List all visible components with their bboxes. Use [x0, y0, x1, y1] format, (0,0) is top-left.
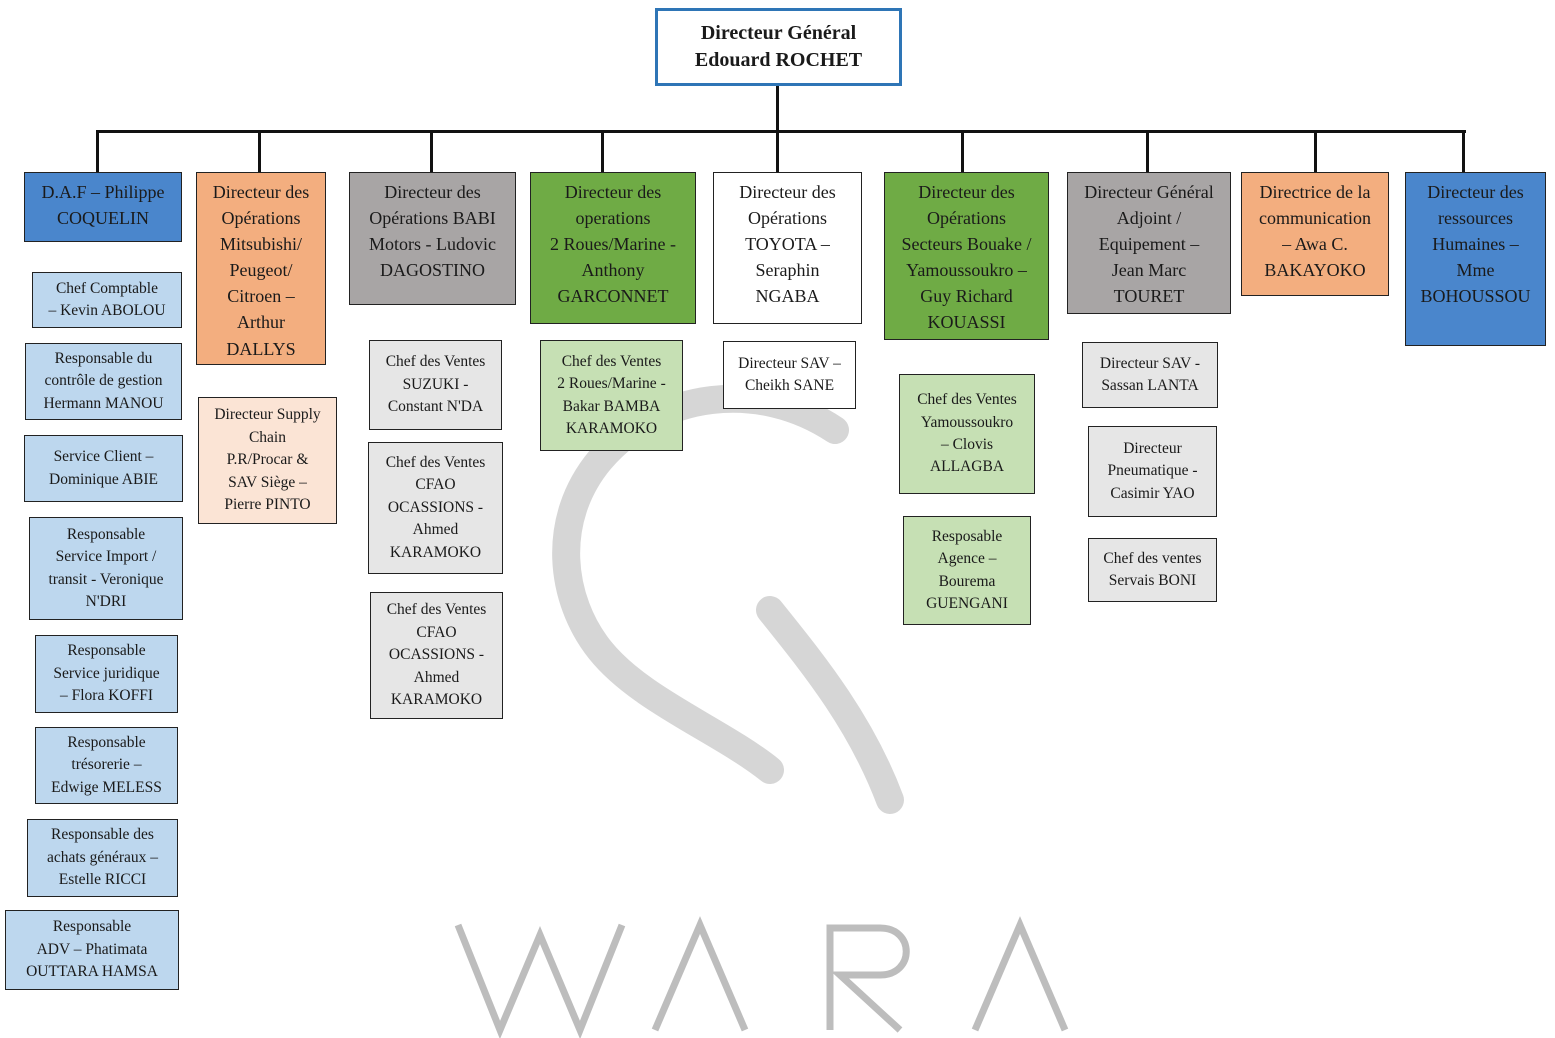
connector-col-1 [96, 130, 99, 173]
child-agence-bouake: Resposable Agence – Bourema GUENGANI [903, 516, 1031, 625]
child-ventes-yamoussoukro: Chef des Ventes Yamoussoukro – Clovis AL… [899, 374, 1035, 494]
head-communication: Directrice de la communication – Awa C. … [1241, 172, 1389, 296]
connector-col-2 [258, 130, 261, 173]
connector-col-4 [601, 130, 604, 173]
head-ops-mitsubishi: Directeur des Opérations Mitsubishi/ Peu… [196, 172, 326, 365]
child-import-transit: Responsable Service Import / transit - V… [29, 517, 183, 620]
child-ventes-equipement: Chef des ventes Servais BONI [1088, 538, 1217, 602]
root-director-box: Directeur Général Edouard ROCHET [655, 8, 902, 86]
head-rh: Directeur des ressources Humaines – Mme … [1405, 172, 1546, 346]
child-juridique: Responsable Service juridique – Flora KO… [35, 635, 178, 713]
child-ventes-cfao-1: Chef des Ventes CFAO OCASSIONS - Ahmed K… [368, 442, 503, 574]
head-dga-equipement: Directeur Général Adjoint / Equipement –… [1067, 172, 1231, 314]
connector-col-7 [1146, 130, 1149, 173]
head-ops-2-roues: Directeur des operations 2 Roues/Marine … [530, 172, 696, 324]
child-ventes-cfao-2: Chef des Ventes CFAO OCASSIONS - Ahmed K… [370, 592, 503, 719]
child-achats: Responsable des achats généraux – Estell… [27, 819, 178, 897]
horizontal-connector [96, 130, 1466, 133]
head-daf: D.A.F – Philippe COQUELIN [24, 172, 182, 242]
root-title: Directeur Général [700, 22, 857, 44]
head-ops-bouake: Directeur des Opérations Secteurs Bouake… [884, 172, 1049, 340]
child-sav-toyota: Directeur SAV – Cheikh SANE [723, 341, 856, 409]
child-tresorerie: Responsable trésorerie – Edwige MELESS [35, 727, 178, 804]
connector-col-6 [961, 130, 964, 173]
child-adv: Responsable ADV – Phatimata OUTTARA HAMS… [5, 910, 179, 990]
head-ops-toyota: Directeur des Opérations TOYOTA – Seraph… [713, 172, 862, 324]
child-pneumatique: Directeur Pneumatique - Casimir YAO [1088, 426, 1217, 517]
child-ventes-suzuki: Chef des Ventes SUZUKI - Constant N'DA [369, 340, 502, 430]
child-chef-comptable: Chef Comptable – Kevin ABOLOU [32, 272, 182, 328]
child-supply-chain: Directeur Supply Chain P.R/Procar & SAV … [198, 397, 337, 524]
connector-col-5 [776, 130, 779, 173]
head-ops-babi-motors: Directeur des Opérations BABI Motors - L… [349, 172, 516, 305]
connector-col-3 [430, 130, 433, 173]
connector-col-8 [1314, 130, 1317, 173]
child-controle-gestion: Responsable du contrôle de gestion Herma… [25, 343, 182, 420]
child-service-client: Service Client – Dominique ABIE [24, 435, 183, 502]
child-ventes-2-roues: Chef des Ventes 2 Roues/Marine - Bakar B… [540, 340, 683, 451]
root-connector [776, 85, 779, 132]
connector-col-9 [1462, 130, 1465, 173]
child-sav-equipement: Directeur SAV - Sassan LANTA [1082, 342, 1218, 408]
root-name: Edouard ROCHET [694, 49, 863, 71]
